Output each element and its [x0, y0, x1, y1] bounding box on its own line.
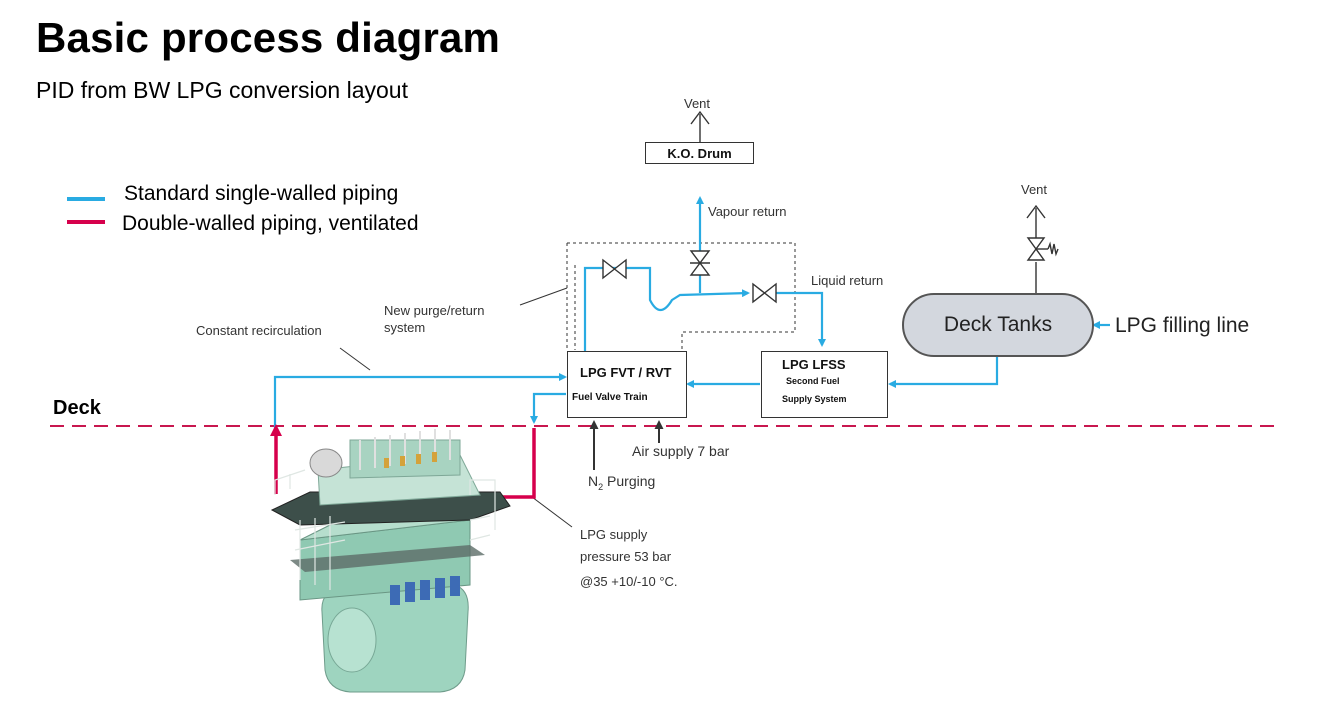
air-supply-label: Air supply 7 bar: [632, 443, 730, 459]
lfss-box: LPG LFSS Second Fuel Supply System: [761, 351, 888, 418]
purge-leader: [519, 287, 568, 306]
lfss-title: LPG LFSS: [782, 357, 846, 372]
fvt-box: LPG FVT / RVT Fuel Valve Train: [567, 351, 687, 418]
fvt-subtitle: Fuel Valve Train: [572, 392, 648, 403]
lpg-supply-label-3: @35 +10/-10 °C.: [580, 574, 678, 589]
legend-swatch-double: [67, 220, 105, 224]
recirc-leader: [339, 347, 371, 371]
relief-valve-icon: [1026, 204, 1059, 293]
lfss-subtitle-2: Supply System: [782, 394, 847, 404]
deck-label: Deck: [53, 397, 101, 419]
liquid-return-label: Liquid return: [811, 273, 884, 288]
double-wall-supply: [478, 428, 536, 499]
deck-tanks-label: Deck Tanks: [943, 313, 1053, 336]
lpg-supply-label-1: LPG supply: [580, 527, 648, 542]
new-purge-label-2: system: [384, 320, 426, 335]
deck-tanks: Deck Tanks: [902, 293, 1094, 357]
vent-top-label: Vent: [684, 96, 711, 111]
ko-drum-box: K.O. Drum: [645, 142, 754, 164]
lpg-filling-line-label: LPG filling line: [1115, 314, 1250, 337]
page-subtitle: PID from BW LPG conversion layout: [36, 77, 408, 103]
new-purge-label-1: New purge/return: [384, 303, 485, 318]
vent-right-label: Vent: [1021, 182, 1048, 197]
supply-leader: [531, 496, 573, 528]
engine-illustration: [270, 429, 511, 693]
constant-recirculation-label: Constant recirculation: [196, 323, 322, 338]
recirculation-pipe: [273, 373, 567, 430]
legend-label-double: Double-walled piping, ventilated: [122, 212, 419, 235]
liquid-return-pipe: [776, 291, 826, 347]
gate-valve-icon: [602, 258, 627, 280]
lfss-subtitle-1: Second Fuel: [786, 376, 840, 386]
lpg-supply-label-2: pressure 53 bar: [580, 549, 672, 564]
gate-valve-icon: [752, 282, 777, 304]
legend-label-single: Standard single-walled piping: [124, 182, 399, 205]
ko-drum-label: K.O. Drum: [667, 145, 732, 161]
purge-pipe: [583, 266, 750, 352]
page-title: Basic process diagram: [36, 14, 501, 61]
n2-purging-label: N2 Purging: [588, 473, 656, 492]
fvt-title: LPG FVT / RVT: [580, 365, 672, 380]
legend-swatch-single: [67, 197, 105, 201]
purge-boundary-outer: [567, 242, 796, 350]
vapour-return-label: Vapour return: [708, 204, 787, 219]
tank-to-lfss-pipe: [888, 355, 999, 388]
gate-valve-icon: [689, 250, 711, 276]
fvt-supply-pipe: [530, 392, 566, 424]
vent-arrow-icon: [690, 110, 710, 125]
